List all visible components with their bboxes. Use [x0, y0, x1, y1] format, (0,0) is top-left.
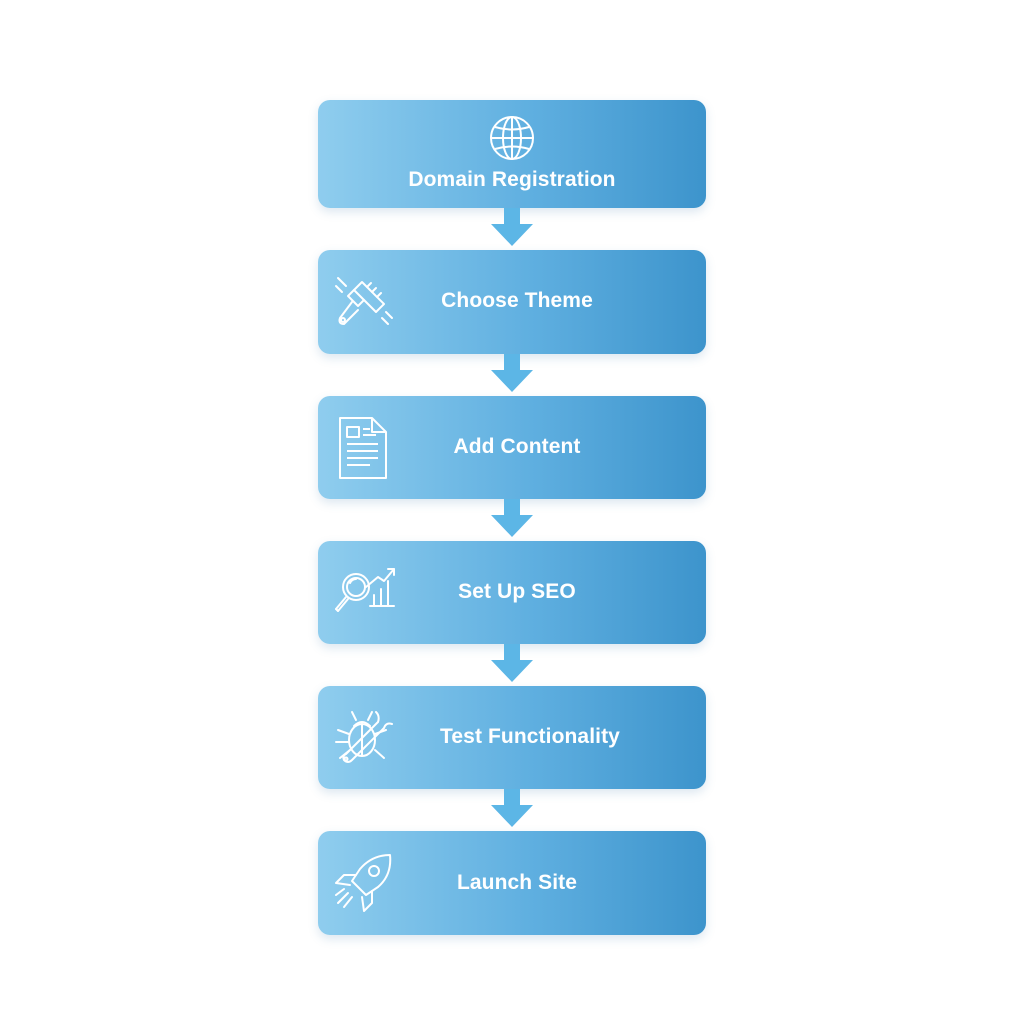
step-label: Set Up SEO [458, 580, 576, 603]
step-launch-site: Launch Site [318, 831, 706, 935]
globe-icon [480, 106, 544, 170]
down-arrow [491, 354, 533, 392]
bug-wrench-icon [332, 706, 396, 770]
rocket-icon [332, 851, 396, 915]
step-label: Test Functionality [440, 725, 620, 748]
step-label: Add Content [453, 435, 581, 458]
down-arrow [491, 499, 533, 537]
paintbrush-icon [332, 270, 396, 334]
step-label: Launch Site [456, 871, 578, 894]
magnifier-growth-chart-icon [332, 561, 396, 625]
step-add-content: Add Content [318, 396, 706, 499]
down-arrow [491, 644, 533, 682]
document-icon [332, 416, 396, 480]
step-label: Choose Theme [441, 289, 593, 312]
down-arrow [491, 208, 533, 246]
down-arrow [491, 789, 533, 827]
step-test-functionality: Test Functionality [318, 686, 706, 789]
step-domain-registration: Domain Registration [318, 100, 706, 208]
step-choose-theme: Choose Theme [318, 250, 706, 354]
step-label: Domain Registration [408, 168, 616, 191]
step-set-up-seo: Set Up SEO [318, 541, 706, 644]
